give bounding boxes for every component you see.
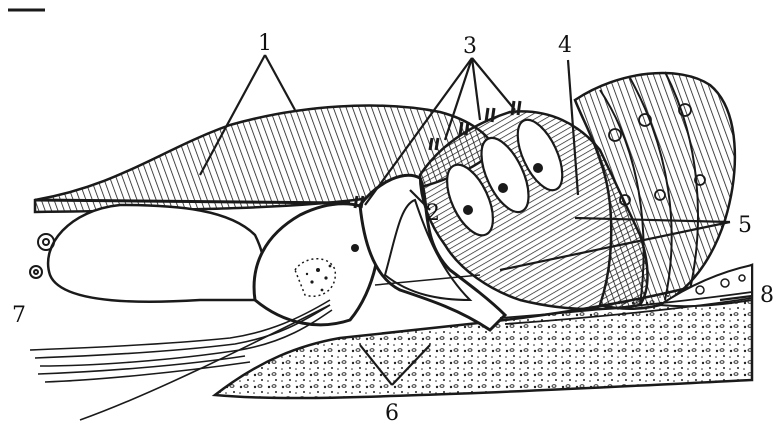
label-6: 6 (385, 401, 399, 426)
label-2: 2 (426, 201, 440, 226)
label-1: 1 (258, 31, 272, 56)
inner-supporting-cells (254, 204, 379, 325)
label-7: 7 (12, 303, 26, 328)
label-3: 3 (463, 34, 477, 59)
label-5: 5 (738, 213, 752, 238)
inner-sulcus-outline (48, 205, 264, 302)
label-4: 4 (558, 33, 572, 58)
label-8: 8 (760, 283, 774, 308)
